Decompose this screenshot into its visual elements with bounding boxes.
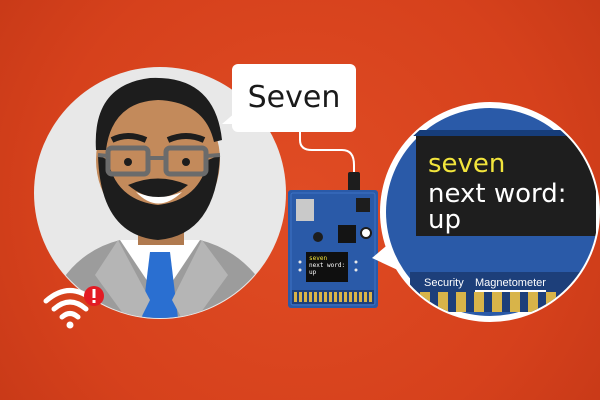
zoom-callout	[372, 102, 600, 322]
speech-bubble: Seven	[232, 64, 356, 132]
zoom-screen	[416, 136, 596, 236]
zoom-screen-line-2: next word:	[428, 179, 567, 209]
person-portrait	[34, 67, 286, 319]
zoom-screen-line-1: seven	[428, 149, 506, 179]
cable	[299, 132, 355, 190]
tie	[142, 252, 178, 318]
wifi-warning-icon	[43, 286, 104, 329]
board-module	[296, 199, 314, 221]
hair	[95, 77, 222, 150]
smile	[136, 192, 182, 204]
tab-magnetometer: Magnetometer	[475, 277, 546, 292]
lapel-right	[172, 240, 228, 318]
board-port	[356, 198, 370, 212]
board-chip	[338, 225, 356, 243]
zoom-screen-line-3: up	[428, 205, 461, 235]
lapel-left	[95, 240, 150, 318]
mustache	[128, 178, 188, 198]
board-screen-line-2: next word:	[309, 262, 346, 269]
board-screen-line-3: up	[309, 269, 317, 276]
dev-board	[288, 190, 378, 308]
board-screen	[306, 252, 348, 282]
beard	[98, 155, 220, 240]
usb-plug	[348, 172, 360, 194]
speech-text: Seven	[247, 80, 341, 115]
glasses-left	[105, 145, 151, 177]
tab-security: Security	[424, 277, 464, 289]
glasses-right	[163, 145, 209, 177]
board-screen-line-1: seven	[309, 255, 328, 262]
